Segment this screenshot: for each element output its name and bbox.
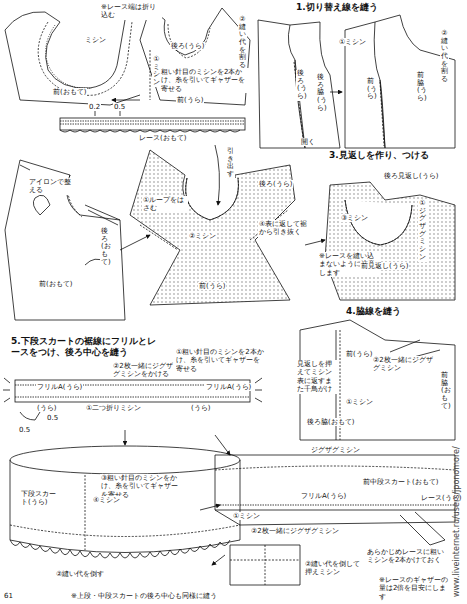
callout-label: ②2枚一緒にジグザグミシン (250, 527, 340, 535)
callout-label: ②縫い代を倒す (55, 570, 105, 578)
callout-label: ミシン (84, 36, 107, 44)
callout-label: 下段スカート(うら) (20, 490, 60, 507)
callout-label: ①ミシン (345, 398, 374, 406)
callout-label: 後ろ脇(うら) (316, 74, 325, 112)
callout-label: ③ミシン (340, 214, 369, 222)
step-heading: 5.下段スカートの裾線にフリルとレースをつけ、後ろ中心を縫う (10, 336, 162, 358)
callout-label: ②2枚一緒にジグザグミシン (372, 356, 436, 373)
callout-label: ※上段・中段スカートの後ろ中心も同様に縫う (70, 592, 218, 600)
callout-label: ①粗い針目のミシンを2本かけ、糸を引いてギャザーを寄せる (175, 348, 267, 373)
callout-label: 引き出す (226, 148, 235, 179)
callout-label: 粗い針目のミシンを2本かけ、糸を引いてギャザーを寄せる (160, 68, 250, 93)
callout-label: 後ろ見返し(うら) (383, 172, 439, 180)
callout-label: 前中段スカート(おもて) (362, 478, 439, 486)
watermark: www.liveinternet.ru/users/jponomore/ (452, 445, 462, 598)
callout-label: ②縫い代を割る (440, 30, 449, 84)
callout-label: 開く (300, 138, 316, 146)
callout-label: ①ジグザグミシン (418, 200, 427, 262)
callout-label: 0.5 (46, 414, 59, 422)
callout-label: 前(うら) (198, 282, 226, 290)
step-heading: 3.見返しを作り、つける (328, 150, 430, 161)
callout-label: ②ミシン (188, 232, 217, 240)
callout-label: 後ろ(うら) (258, 180, 293, 188)
callout-label: 0.5 (18, 426, 31, 434)
callout-label: あらかじめレースに粗いミシンを2本かけておく (366, 548, 448, 565)
callout-label: ※レースのギャザーの量は2倍を目安にします (378, 576, 452, 601)
callout-label: 前(うら) (176, 96, 204, 104)
callout-label: ①ループをはさむ (142, 196, 188, 213)
callout-label: ②縫い代を倒して押えミシン (304, 560, 364, 577)
callout-label: 前(うら) (366, 78, 375, 101)
callout-label: ④ミシン (92, 496, 121, 504)
callout-label: フリルA(うら) (300, 492, 347, 500)
callout-label: 前(おもて) (52, 88, 87, 96)
callout-label: 後ろ(うら) (170, 42, 205, 50)
callout-label: ②2枚一緒にジグザグミシンをかける (112, 362, 176, 379)
callout-label: 前(おもて) (38, 280, 73, 288)
callout-label: 0.2 (88, 103, 101, 111)
callout-label: フリルA(うら) (36, 383, 83, 391)
step-heading: 4.脇線を縫う (345, 306, 402, 317)
callout-label: 見返しを押えてミシン表に返すまた千鳥がけ (296, 360, 338, 394)
callout-label: ①ミシン (338, 38, 367, 46)
callout-label: アイロンで整える (28, 178, 72, 195)
callout-label: レース(おもて) (138, 134, 187, 142)
callout-label: ①二つ折りミシン (85, 404, 142, 412)
step-heading: 1.切り替え線を縫う (295, 2, 379, 13)
callout-label: (うら) (36, 404, 57, 412)
callout-label: 後ろ脇(おもて) (306, 418, 355, 426)
callout-label: ②縫い代を割る (238, 16, 247, 70)
callout-label: ジグザグミシン (310, 446, 361, 454)
callout-label: 前見返し(うら) (360, 262, 409, 270)
callout-label: (うら) (190, 404, 211, 412)
callout-label: ④表に返して裾から引き抜く (258, 220, 310, 237)
callout-label: 前(うら) (345, 350, 373, 358)
callout-label: ①ミシン (232, 512, 261, 520)
callout-label: 前脇(うら) (416, 72, 425, 103)
callout-label: 61 (3, 592, 14, 600)
callout-label: 後ろ(おもて) (100, 228, 109, 266)
callout-label: 後ろ(うら) (296, 70, 305, 101)
callout-label: 0.5 (113, 103, 126, 111)
callout-label: フリルA(うら) (205, 383, 252, 391)
callout-label: ※レース端は折り込む (100, 3, 162, 20)
callout-label: 前脇(おもて) (440, 372, 449, 410)
